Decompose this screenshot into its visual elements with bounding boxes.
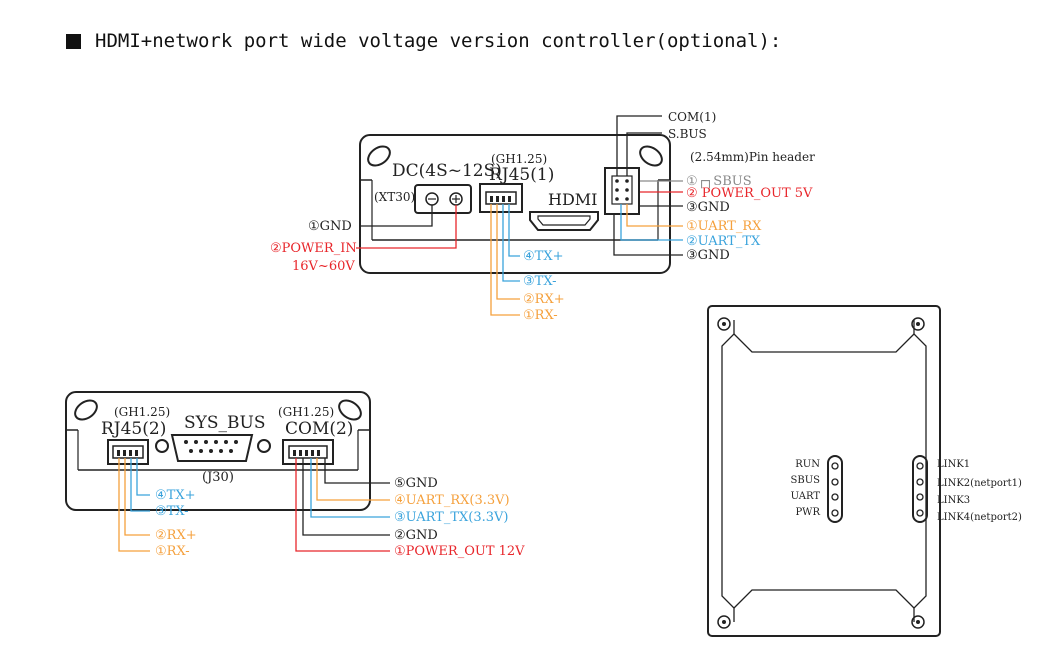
top-controller-body [359, 134, 671, 274]
led-uart-label: UART [791, 491, 821, 502]
screw-hole-icon [717, 615, 731, 629]
tx-plus-label: ④TX+ [523, 249, 563, 264]
rx-plus-label: ②RX+ [523, 292, 565, 307]
b-rx-plus-label: ②RX+ [155, 528, 197, 543]
com2-port [282, 439, 334, 465]
link4-label: LINK4(netport2) [937, 512, 1022, 523]
top-leader-lines [356, 115, 683, 316]
rj45-1-label: RJ45(1) [489, 165, 554, 185]
gnd1-label: ①GND [308, 219, 352, 234]
bottom-port-pins [117, 440, 320, 456]
pin-header-port [604, 167, 640, 215]
b-uart-rx-label: ④UART_RX(3.3V) [394, 493, 510, 508]
pin-uart-tx-label: ②UART_TX [686, 234, 761, 249]
panel-body [707, 305, 941, 637]
pin-header-label: (2.54mm)Pin header [690, 150, 815, 164]
pin-sbus-label: ①┌┐SBUS [686, 174, 752, 189]
sbus-label: S.BUS [668, 127, 707, 141]
page-heading: HDMI+network port wide voltage version c… [66, 30, 781, 52]
hdmi-port [529, 211, 599, 231]
link3-label: LINK3 [937, 495, 970, 506]
pin-power-out-label: ② POWER_OUT 5V [686, 186, 813, 201]
top-controller [359, 134, 671, 274]
screw-hole-icon [911, 615, 925, 629]
link-led-bar [912, 455, 928, 523]
rj45-2-label: RJ45(2) [101, 419, 166, 439]
power-range-label: 16V~60V [292, 259, 355, 274]
led-sbus-label: SBUS [791, 475, 821, 486]
tx-minus-label: ③TX- [523, 274, 557, 289]
b-tx-plus-label: ④TX+ [155, 488, 195, 503]
sys-bus-j30-port [170, 434, 254, 462]
bottom-controller-body [65, 391, 371, 511]
mount-hole-icon [74, 399, 98, 421]
rx-minus-label: ①RX- [523, 308, 558, 323]
pin-gnd-label: ③GND [686, 200, 730, 215]
gh125-a-label: (GH1.25) [114, 405, 170, 419]
pin-uart-rx-label: ①UART_RX [686, 219, 762, 234]
screw-hole-icon [911, 317, 925, 331]
screw-dots [722, 322, 920, 624]
status-led-bar [827, 455, 843, 523]
top-view-panel [707, 305, 941, 637]
b-tx-minus-label: ③TX- [155, 504, 189, 519]
link2-label: LINK2(netport1) [937, 478, 1022, 489]
mount-hole-icon [639, 145, 663, 167]
com1-label: COM(1) [668, 110, 716, 124]
b-uart-tx-label: ③UART_TX(3.3V) [394, 510, 508, 525]
xt30-label: (XT30) [374, 190, 415, 204]
b-rx-minus-label: ①RX- [155, 544, 190, 559]
gh125-label: (GH1.25) [491, 152, 547, 166]
dc-label: DC(4S~12S) [392, 161, 502, 181]
power-in-label: ②POWER_IN [270, 241, 357, 256]
j30-label: (J30) [202, 470, 234, 485]
pin-header-pins [615, 179, 629, 201]
bottom-leader-lines [118, 458, 390, 552]
rj45-1-pins [490, 196, 511, 202]
b-power-out-label: ①POWER_OUT 12V [394, 544, 525, 559]
led-dots [831, 462, 924, 517]
screw-hole-icon [717, 317, 731, 331]
com2-label: COM(2) [285, 419, 353, 439]
sys-bus-label: SYS_BUS [184, 413, 265, 433]
led-pwr-label: PWR [795, 507, 820, 518]
square-bullet-icon [66, 33, 81, 49]
b-gnd2-label: ②GND [394, 528, 438, 543]
rj45-2-port [107, 439, 149, 465]
gh125-b-label: (GH1.25) [278, 405, 334, 419]
rj45-1-port [479, 183, 523, 213]
led-run-label: RUN [795, 459, 820, 470]
hdmi-label: HDMI [548, 190, 597, 209]
heading-text: HDMI+network port wide voltage version c… [95, 30, 782, 52]
mount-hole-icon [367, 145, 391, 167]
dc-xt30-port [414, 184, 472, 214]
link1-label: LINK1 [937, 459, 970, 470]
pin-gnd-b-label: ③GND [686, 248, 730, 263]
b-gnd5-label: ⑤GND [394, 476, 438, 491]
mount-hole-icon [338, 399, 362, 421]
